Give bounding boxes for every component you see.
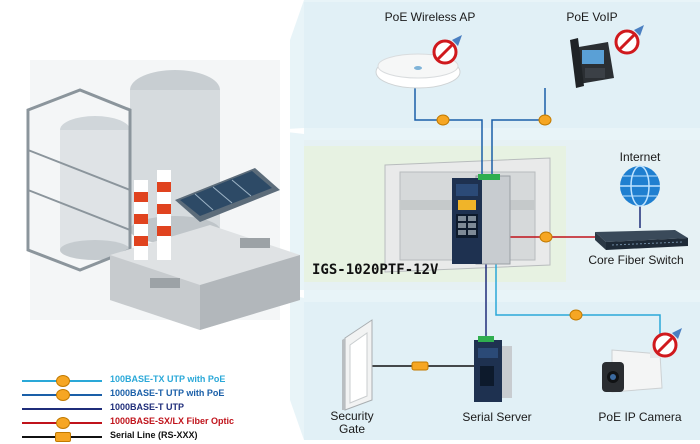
serial-tag-icon bbox=[55, 432, 71, 442]
legend-item: 1000BASE-T UTP bbox=[22, 402, 292, 416]
no-power-icon bbox=[432, 35, 462, 65]
link-tags bbox=[411, 114, 583, 371]
internet-globe-icon bbox=[620, 165, 660, 207]
serial-server-label: Serial Server bbox=[462, 410, 532, 424]
smokestack-icon bbox=[134, 170, 171, 260]
legend-item: 100BASE-TX UTP with PoE bbox=[22, 374, 292, 388]
link-voip bbox=[491, 88, 546, 178]
poe-tag-icon bbox=[436, 114, 450, 126]
poe-tag-icon bbox=[538, 114, 552, 126]
legend-label: 1000BASE-T UTP bbox=[110, 402, 185, 412]
serial-tag-icon bbox=[411, 361, 429, 371]
legend-label: 1000BASE-SX/LX Fiber Optic bbox=[110, 416, 235, 426]
fiber-tag-icon bbox=[539, 231, 553, 243]
factory-illustration bbox=[26, 60, 300, 330]
legend-item: 1000BASE-T UTP with PoE bbox=[22, 388, 292, 402]
voip-phone-icon bbox=[570, 38, 614, 88]
internet-label: Internet bbox=[619, 150, 661, 164]
no-power-icon bbox=[652, 328, 682, 358]
legend-label: Serial Line (RS-XXX) bbox=[110, 430, 198, 440]
legend-item: 1000BASE-SX/LX Fiber Optic bbox=[22, 416, 292, 430]
no-power-icon bbox=[614, 25, 644, 55]
switch-model-label: IGS-1020PTF-12V bbox=[312, 262, 439, 278]
legend-label: 100BASE-TX UTP with PoE bbox=[110, 374, 226, 384]
ip-camera-icon bbox=[602, 348, 670, 393]
core-switch-icon bbox=[595, 230, 688, 250]
security-gate-icon bbox=[342, 319, 373, 411]
legend-swatch bbox=[22, 408, 102, 410]
poe-tag-icon bbox=[56, 389, 70, 401]
legend-label: 1000BASE-T UTP with PoE bbox=[110, 388, 225, 398]
ap-label: PoE Wireless AP bbox=[384, 10, 476, 24]
core-switch-label: Core Fiber Switch bbox=[588, 253, 684, 267]
top-zone bbox=[304, 2, 700, 128]
solar-panel-icon bbox=[175, 168, 280, 222]
poe-tag-icon bbox=[569, 309, 583, 321]
voip-label: PoE VoIP bbox=[566, 10, 618, 24]
poe-tag-icon bbox=[56, 375, 70, 387]
camera-label: PoE IP Camera bbox=[598, 410, 682, 424]
serial-server-icon bbox=[474, 336, 512, 402]
industrial-switch-icon bbox=[452, 174, 511, 265]
fiber-tag-icon bbox=[56, 417, 70, 429]
security-gate-label: Security Gate bbox=[330, 409, 374, 436]
